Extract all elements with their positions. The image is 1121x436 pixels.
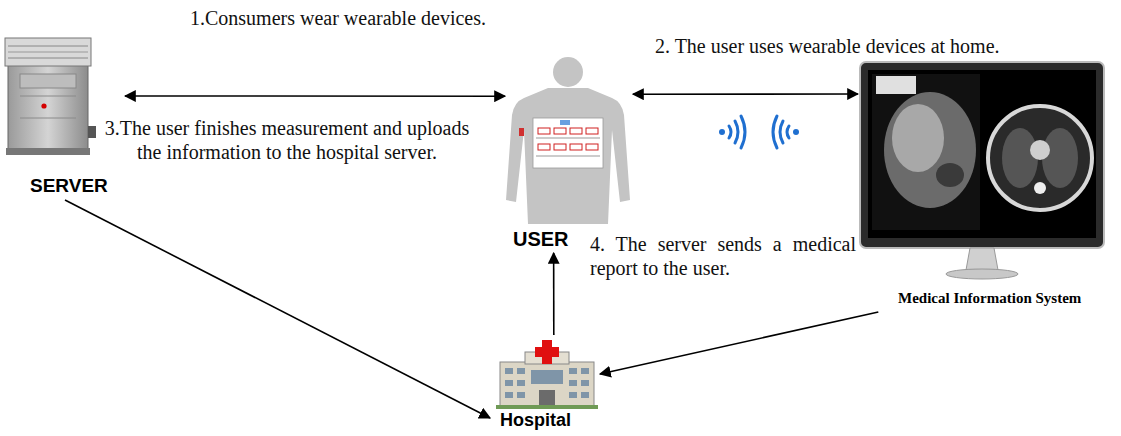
hospital-node: Hospital	[490, 335, 600, 433]
flow-arrow	[125, 95, 505, 97]
server-icon	[5, 38, 96, 155]
flow-arrow	[600, 312, 878, 374]
step-note: 2. The user uses wearable devices at hom…	[655, 34, 1000, 58]
wireless-symbol	[719, 116, 799, 148]
user-figure	[506, 57, 630, 224]
monitor-icon	[860, 62, 1104, 279]
hospital-icon	[496, 340, 598, 409]
step-note: 3.The user finishes measurement and uplo…	[104, 116, 470, 164]
flow-arrow	[553, 253, 555, 335]
step-note: 4. The server sends a medical report to …	[590, 232, 856, 280]
flow-arrow	[65, 200, 490, 418]
step-note: 1.Consumers wear wearable devices.	[190, 6, 486, 30]
user-node: USER	[505, 52, 633, 253]
node-label: SERVER	[30, 175, 108, 197]
node-label: Hospital	[500, 410, 571, 431]
node-label: Medical Information System	[898, 290, 1081, 307]
system-node: Medical Information System	[858, 62, 1112, 312]
node-label: USER	[513, 228, 569, 251]
indicator-dot	[41, 103, 46, 108]
flow-arrow	[633, 93, 858, 95]
